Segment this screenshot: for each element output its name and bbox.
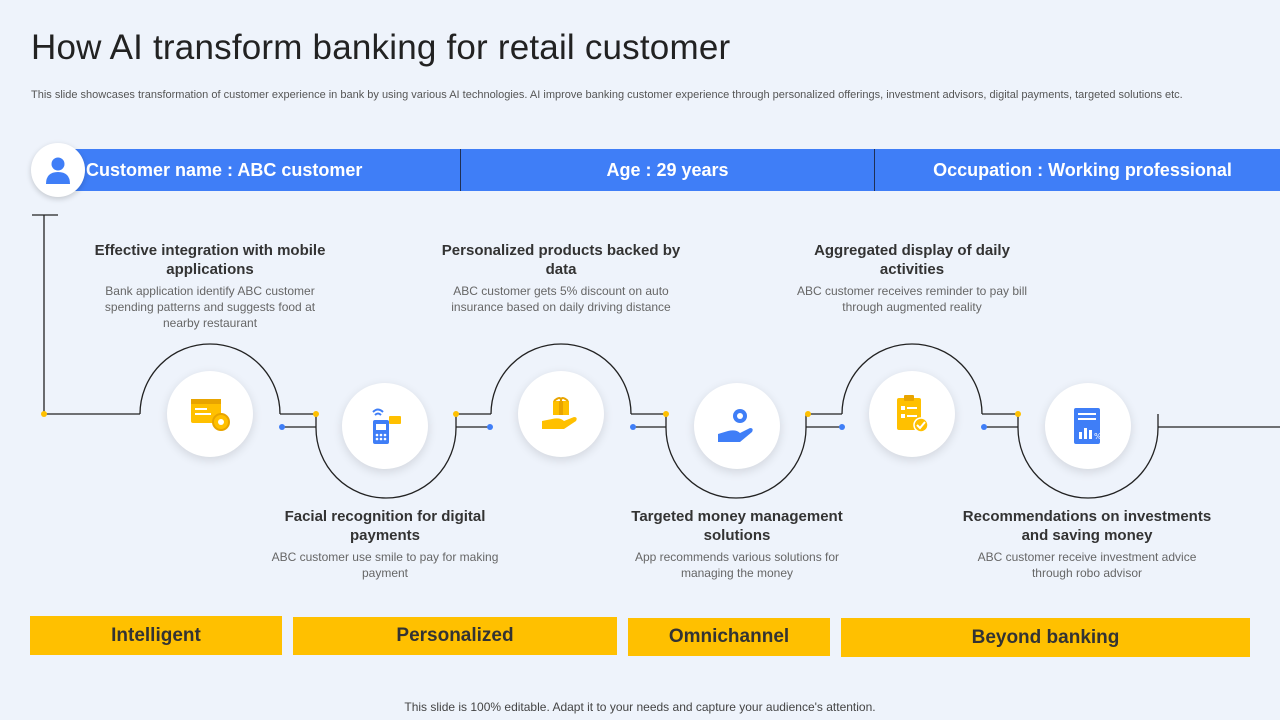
customer-occupation: Occupation : Working professional: [933, 159, 1232, 180]
step-4-text: Targeted money management solutions App …: [617, 507, 857, 581]
face-payment-icon: [342, 383, 428, 469]
step-6-text: Recommendations on investments and savin…: [957, 507, 1217, 581]
user-icon: [31, 143, 85, 197]
page-title: How AI transform banking for retail cust…: [31, 28, 731, 67]
step-description: ABC customer gets 5% discount on auto in…: [451, 284, 671, 314]
hand-box-icon: [518, 371, 604, 457]
footer-note: This slide is 100% editable. Adapt it to…: [404, 700, 876, 714]
step-3-text: Personalized products backed by data ABC…: [441, 241, 681, 315]
hand-gear-icon: [694, 383, 780, 469]
checklist-icon: [869, 371, 955, 457]
customer-name: Customer name : ABC customer: [58, 149, 461, 191]
step-5-text: Aggregated display of daily activities A…: [792, 241, 1032, 315]
step-heading: Personalized products backed by data: [441, 242, 681, 278]
step-heading: Recommendations on investments and savin…: [962, 508, 1212, 544]
step-2-text: Facial recognition for digital payments …: [265, 507, 505, 581]
step-heading: Aggregated display of daily activities: [814, 242, 1010, 278]
pill-omnichannel: Omnichannel: [628, 618, 830, 656]
report-chart-icon: %: [1045, 383, 1131, 469]
pill-personalized: Personalized: [293, 617, 617, 655]
mobile-settings-icon: [167, 371, 253, 457]
step-description: Bank application identify ABC customer s…: [104, 284, 316, 330]
pill-beyond-banking: Beyond banking: [841, 618, 1250, 657]
customer-banner: Customer name : ABC customer Age : 29 ye…: [58, 149, 1280, 191]
svg-text:%: %: [1094, 432, 1102, 441]
customer-age: Age : 29 years: [461, 149, 875, 191]
step-heading: Effective integration with mobile applic…: [94, 242, 326, 278]
pill-intelligent: Intelligent: [30, 616, 282, 655]
step-1-text: Effective integration with mobile applic…: [90, 241, 330, 331]
step-description: App recommends various solutions for man…: [634, 550, 840, 580]
step-description: ABC customer receive investment advice t…: [977, 550, 1197, 580]
step-description: ABC customer receives reminder to pay bi…: [796, 284, 1028, 314]
step-heading: Targeted money management solutions: [631, 508, 843, 544]
step-description: ABC customer use smile to pay for making…: [271, 550, 499, 580]
step-heading: Facial recognition for digital payments: [284, 508, 486, 544]
page-subtitle: This slide showcases transformation of c…: [31, 89, 1183, 101]
